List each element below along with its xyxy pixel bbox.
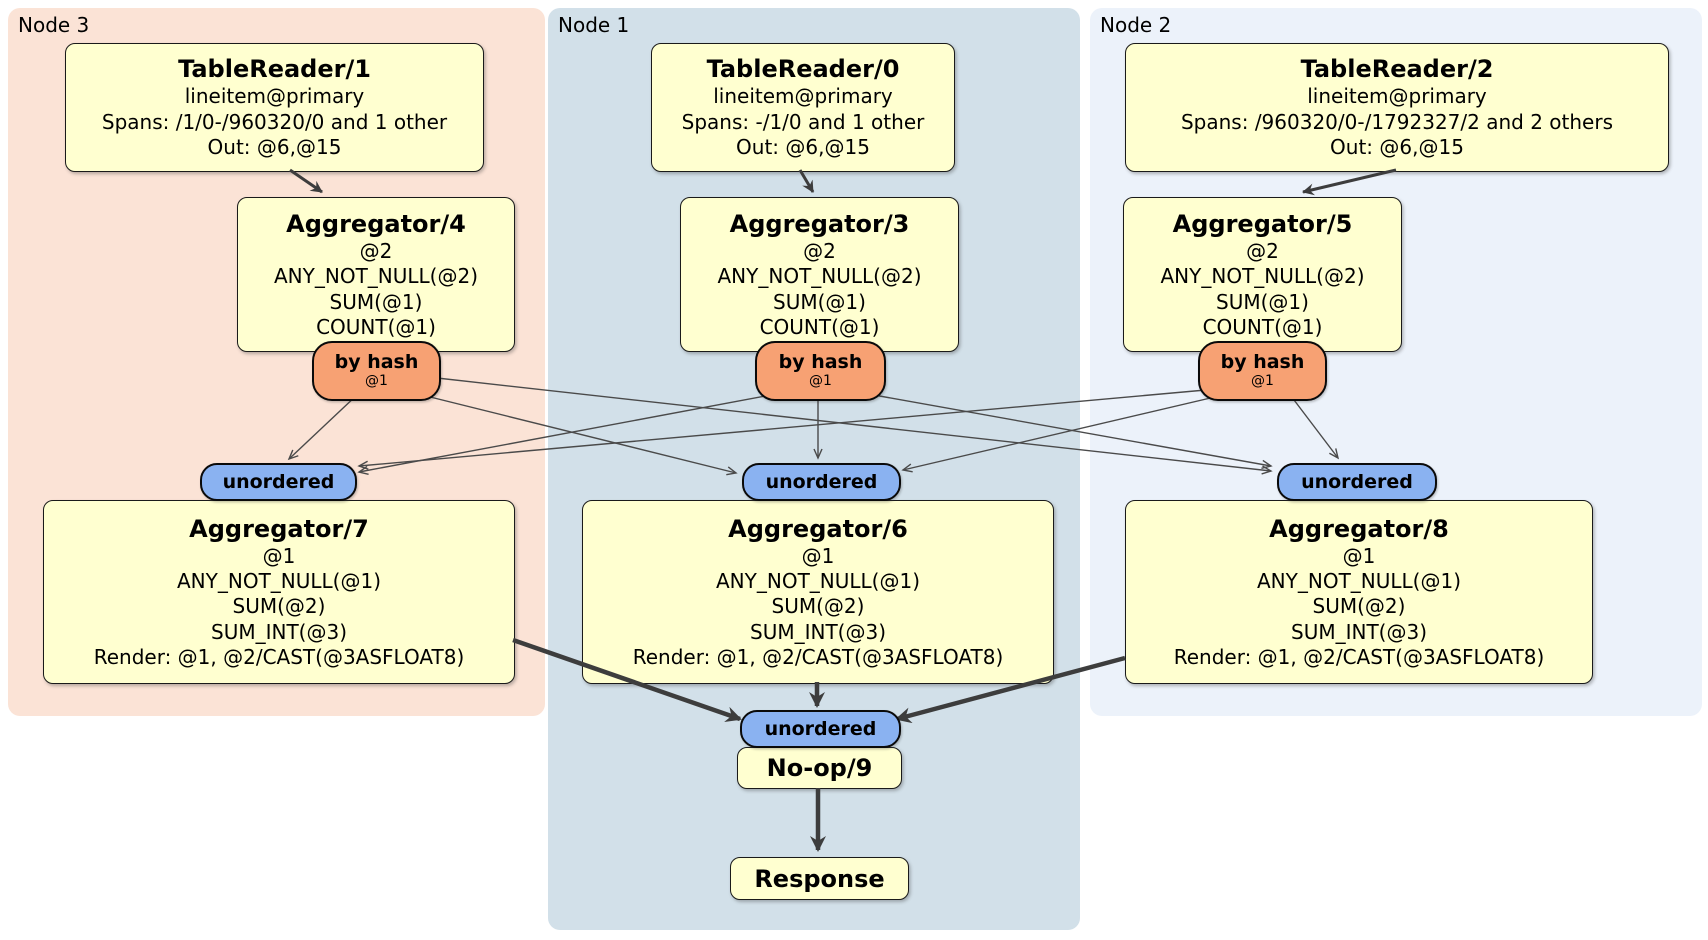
processor-title: TableReader/0 (706, 55, 900, 84)
sync-unordered-node1: unordered (742, 463, 901, 501)
processor-out: Out: @6,@15 (1330, 135, 1464, 160)
processor-detail: ANY_NOT_NULL(@2) (274, 264, 478, 289)
sync-unordered-final: unordered (740, 710, 901, 748)
processor-detail: SUM(@2) (1312, 594, 1406, 619)
processor-detail: SUM(@1) (1216, 289, 1309, 314)
processor-detail: @1 (262, 543, 296, 568)
sync-unordered-node3: unordered (200, 463, 357, 501)
router-detail: @1 (365, 373, 388, 390)
processor-detail: @2 (803, 238, 836, 263)
sync-unordered-node2: unordered (1277, 463, 1437, 501)
router-label: by hash (778, 351, 863, 374)
router-by-hash-node2: by hash @1 (1198, 341, 1327, 401)
region-label-node3: Node 3 (18, 13, 90, 37)
processor-title: Aggregator/8 (1269, 514, 1449, 543)
processor-index: lineitem@primary (1307, 84, 1487, 109)
processor-noop-9: No-op/9 (737, 747, 902, 789)
processor-detail: ANY_NOT_NULL(@2) (717, 264, 922, 289)
processor-render: Render: @1, @2/CAST(@3ASFLOAT8) (1173, 645, 1545, 670)
processor-detail: SUM(@2) (232, 594, 326, 619)
processor-detail: @1 (801, 543, 835, 568)
processor-out: Out: @6,@15 (207, 135, 342, 160)
processor-tablereader-0: TableReader/0 lineitem@primary Spans: -/… (651, 43, 955, 172)
processor-title: Aggregator/5 (1172, 209, 1353, 238)
processor-detail: SUM(@1) (329, 289, 423, 314)
processor-detail: SUM(@2) (771, 594, 865, 619)
processor-detail: SUM(@1) (773, 289, 866, 314)
processor-render: Render: @1, @2/CAST(@3ASFLOAT8) (632, 645, 1004, 670)
processor-index: lineitem@primary (713, 84, 893, 109)
processor-tablereader-2: TableReader/2 lineitem@primary Spans: /9… (1125, 43, 1669, 172)
processor-detail: ANY_NOT_NULL(@1) (716, 568, 920, 593)
router-detail: @1 (809, 373, 832, 390)
processor-title: TableReader/1 (178, 55, 371, 84)
processor-detail: COUNT(@1) (1202, 314, 1323, 339)
processor-detail: @1 (1342, 543, 1376, 568)
processor-aggregator-4: Aggregator/4 @2 ANY_NOT_NULL(@2) SUM(@1)… (237, 197, 515, 352)
processor-detail: SUM_INT(@3) (1291, 619, 1427, 644)
processor-aggregator-6: Aggregator/6 @1 ANY_NOT_NULL(@1) SUM(@2)… (582, 500, 1054, 684)
router-by-hash-node3: by hash @1 (312, 341, 441, 401)
sync-label: unordered (765, 471, 878, 493)
router-detail: @1 (1251, 373, 1274, 390)
router-label: by hash (1220, 351, 1305, 374)
processor-detail: @2 (359, 238, 393, 263)
processor-aggregator-7: Aggregator/7 @1 ANY_NOT_NULL(@1) SUM(@2)… (43, 500, 515, 684)
response-title: Response (754, 864, 885, 893)
region-label-node2: Node 2 (1100, 13, 1172, 37)
sync-label: unordered (1301, 471, 1413, 493)
processor-index: lineitem@primary (184, 84, 365, 109)
processor-title: No-op/9 (766, 754, 873, 782)
processor-detail: @2 (1246, 238, 1279, 263)
processor-detail: ANY_NOT_NULL(@1) (177, 568, 381, 593)
processor-title: TableReader/2 (1300, 55, 1494, 84)
processor-title: Aggregator/3 (729, 209, 910, 238)
processor-detail: ANY_NOT_NULL(@1) (1257, 568, 1461, 593)
processor-detail: COUNT(@1) (316, 314, 436, 339)
processor-spans: Spans: -/1/0 and 1 other (681, 109, 925, 134)
processor-detail: ANY_NOT_NULL(@2) (1160, 264, 1365, 289)
processor-title: Aggregator/6 (728, 514, 908, 543)
processor-spans: Spans: /960320/0-/1792327/2 and 2 others (1180, 109, 1613, 134)
processor-out: Out: @6,@15 (736, 135, 870, 160)
router-label: by hash (334, 351, 419, 374)
processor-title: Aggregator/7 (189, 514, 369, 543)
processor-aggregator-5: Aggregator/5 @2 ANY_NOT_NULL(@2) SUM(@1)… (1123, 197, 1402, 352)
processor-aggregator-8: Aggregator/8 @1 ANY_NOT_NULL(@1) SUM(@2)… (1125, 500, 1593, 684)
processor-aggregator-3: Aggregator/3 @2 ANY_NOT_NULL(@2) SUM(@1)… (680, 197, 959, 352)
processor-spans: Spans: /1/0-/960320/0 and 1 other (101, 109, 448, 134)
processor-detail: SUM_INT(@3) (211, 619, 347, 644)
processor-detail: SUM_INT(@3) (750, 619, 886, 644)
processor-render: Render: @1, @2/CAST(@3ASFLOAT8) (93, 645, 465, 670)
processor-tablereader-1: TableReader/1 lineitem@primary Spans: /1… (65, 43, 484, 172)
sync-label: unordered (764, 718, 877, 740)
region-label-node1: Node 1 (558, 13, 630, 37)
router-by-hash-node1: by hash @1 (755, 341, 886, 401)
processor-title: Aggregator/4 (286, 209, 466, 238)
processor-detail: COUNT(@1) (759, 314, 880, 339)
sync-label: unordered (222, 471, 335, 493)
response-box: Response (730, 857, 909, 900)
